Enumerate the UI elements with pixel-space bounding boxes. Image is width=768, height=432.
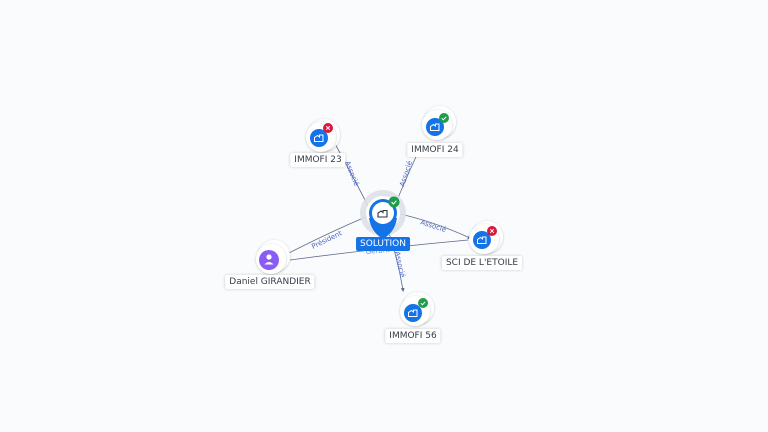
edge-label-immofi23: Associé — [343, 160, 360, 188]
active-status-icon — [418, 298, 428, 308]
node-label-center[interactable]: SOLUTION — [356, 237, 410, 251]
edge-label-immofi56: Associé — [393, 251, 406, 279]
node-label-immofi23[interactable]: IMMOFI 23 — [290, 153, 346, 167]
node-immofi24[interactable] — [422, 106, 456, 140]
edge-label-sci-etoile: Associé — [419, 218, 447, 234]
edge-sci-etoile — [399, 213, 472, 239]
node-label-sci-etoile[interactable]: SCI DE L'ETOILE — [441, 256, 523, 270]
active-status-icon — [439, 113, 449, 123]
building-icon — [404, 304, 422, 322]
edge-person-president — [284, 214, 370, 256]
edge-label-immofi24: Associé — [398, 160, 414, 188]
building-icon — [310, 129, 328, 147]
node-immofi23[interactable] — [306, 119, 340, 152]
node-center-solution[interactable] — [360, 190, 406, 239]
node-label-immofi24[interactable]: IMMOFI 24 — [407, 143, 463, 157]
building-icon — [377, 209, 388, 218]
building-icon — [426, 118, 444, 136]
node-label-person[interactable]: Daniel GIRANDIER — [225, 275, 315, 289]
node-person[interactable] — [256, 240, 290, 274]
node-immofi56[interactable] — [400, 292, 434, 326]
node-label-immofi56[interactable]: IMMOFI 56 — [385, 329, 441, 343]
person-icon — [259, 250, 279, 270]
active-status-icon — [388, 196, 400, 208]
node-sci-etoile[interactable] — [469, 221, 503, 254]
building-icon — [473, 231, 491, 249]
